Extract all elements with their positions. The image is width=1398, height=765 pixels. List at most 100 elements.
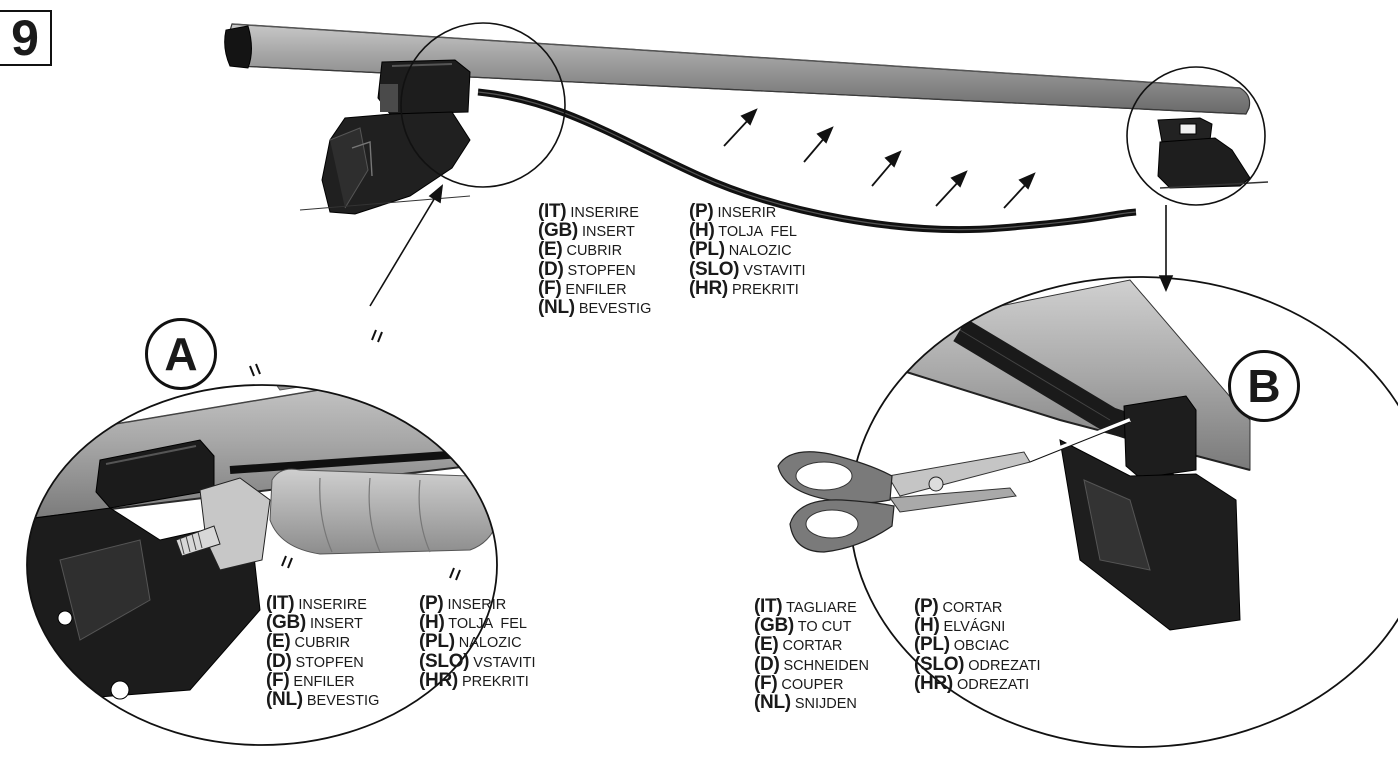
language-code: (P): [914, 596, 938, 617]
instruction-word: NALOZIC: [729, 243, 792, 259]
legend-entry: (IT) INSERIRE: [538, 202, 651, 221]
language-code: (F): [754, 673, 777, 694]
legend-entry: (PL) NALOZIC: [689, 240, 806, 259]
legend-right-column: (P) INSERIR (H) TOLJA FEL (PL) NALOZIC (…: [689, 202, 806, 298]
legend-entry: (HR) ODREZATI: [914, 674, 1040, 693]
language-code: (GB): [538, 220, 578, 241]
legend-entry: (E) CUBRIR: [266, 632, 379, 651]
detail-b-scene: [880, 280, 1250, 630]
instruction-word: INSERIR: [717, 205, 776, 221]
legend-entry: (P) INSERIR: [689, 202, 806, 221]
instruction-word: BEVESTIG: [307, 693, 380, 709]
legend-entry: (P) CORTAR: [914, 597, 1040, 616]
instruction-word: INSERIRE: [570, 205, 639, 221]
language-code: (D): [266, 651, 291, 672]
instruction-word: TOLJA FEL: [718, 224, 797, 240]
legend-left-column: (IT) TAGLIARE (GB) TO CUT (E) CORTAR (D)…: [754, 597, 869, 712]
instruction-word: SNIJDEN: [795, 696, 857, 712]
push-arrows: [724, 110, 1034, 208]
instruction-word: INSERIR: [447, 597, 506, 613]
language-code: (PL): [689, 239, 725, 260]
legend-entry: (PL) NALOZIC: [419, 632, 536, 651]
legend-entry: (H) TOLJA FEL: [689, 221, 806, 240]
legend-entry: (IT) INSERIRE: [266, 594, 379, 613]
instruction-word: NALOZIC: [459, 635, 522, 651]
legend-right-column: (P) CORTAR (H) ELVÁGNI (PL) OBCIAC (SLO)…: [914, 597, 1040, 693]
legend-entry: (H) TOLJA FEL: [419, 613, 536, 632]
instruction-word: ODREZATI: [957, 677, 1029, 693]
instruction-word: INSERT: [582, 224, 635, 240]
scissors: [778, 452, 1030, 552]
language-code: (E): [538, 239, 562, 260]
language-code: (NL): [266, 689, 303, 710]
roof-bar: [225, 24, 1250, 114]
instruction-word: PREKRITI: [732, 282, 799, 298]
instruction-word: INSERT: [310, 616, 363, 632]
language-code: (GB): [754, 615, 794, 636]
language-code: (PL): [419, 631, 455, 652]
instruction-word: ELVÁGNI: [944, 619, 1006, 635]
instruction-word: STOPFEN: [568, 263, 636, 279]
instruction-word: STOPFEN: [296, 655, 364, 671]
legend-entry: (D) SCHNEIDEN: [754, 655, 869, 674]
instruction-word: OBCIAC: [954, 638, 1010, 654]
language-code: (H): [914, 615, 939, 636]
instruction-word: CORTAR: [782, 638, 842, 654]
legend-entry: (GB) TO CUT: [754, 616, 869, 635]
legend-entry: (SLO) ODREZATI: [914, 655, 1040, 674]
language-code: (PL): [914, 634, 950, 655]
instruction-word: TAGLIARE: [786, 600, 857, 616]
legend-left-column: (IT) INSERIRE (GB) INSERT (E) CUBRIR (D)…: [266, 594, 379, 709]
legend-entry: (SLO) VSTAVITI: [689, 260, 806, 279]
language-code: (IT): [538, 201, 566, 222]
language-code: (H): [419, 612, 444, 633]
language-code: (IT): [754, 596, 782, 617]
legend-entry: (NL) SNIJDEN: [754, 693, 869, 712]
callout-a: A: [145, 318, 217, 390]
instruction-word: TO CUT: [798, 619, 852, 635]
instruction-word: ENFILER: [293, 674, 354, 690]
legend-entry: (H) ELVÁGNI: [914, 616, 1040, 635]
instruction-word: COUPER: [781, 677, 843, 693]
left-foot: [300, 60, 470, 214]
legend-entry: (D) STOPFEN: [538, 260, 651, 279]
language-code: (P): [419, 593, 443, 614]
instruction-word: CORTAR: [942, 600, 1002, 616]
legend-entry: (GB) INSERT: [266, 613, 379, 632]
legend-entry: (SLO) VSTAVITI: [419, 652, 536, 671]
legend-entry: (E) CUBRIR: [538, 240, 651, 259]
language-code: (HR): [419, 670, 458, 691]
language-code: (IT): [266, 593, 294, 614]
legend-entry: (HR) PREKRITI: [419, 671, 536, 690]
language-code: (E): [754, 634, 778, 655]
instruction-word: VSTAVITI: [743, 263, 805, 279]
language-code: (SLO): [914, 654, 964, 675]
legend-entry: (NL) BEVESTIG: [266, 690, 379, 709]
language-code: (NL): [754, 692, 791, 713]
legend-entry: (D) STOPFEN: [266, 652, 379, 671]
language-code: (F): [266, 670, 289, 691]
instruction-word: PREKRITI: [462, 674, 529, 690]
language-code: (SLO): [419, 651, 469, 672]
instruction-word: CUBRIR: [294, 635, 350, 651]
legend-entry: (P) INSERIR: [419, 594, 536, 613]
legend-entry: (GB) INSERT: [538, 221, 651, 240]
legend-right-column: (P) INSERIR (H) TOLJA FEL (PL) NALOZIC (…: [419, 594, 536, 690]
step-number: 9: [0, 10, 52, 66]
language-code: (H): [689, 220, 714, 241]
language-code: (SLO): [689, 259, 739, 280]
language-code: (NL): [538, 297, 575, 318]
instruction-word: TOLJA FEL: [448, 616, 527, 632]
legend-entry: (PL) OBCIAC: [914, 635, 1040, 654]
language-code: (HR): [914, 673, 953, 694]
instruction-word: VSTAVITI: [473, 655, 535, 671]
language-code: (D): [754, 654, 779, 675]
language-code: (E): [266, 631, 290, 652]
instruction-word: ODREZATI: [968, 658, 1040, 674]
instruction-word: CUBRIR: [566, 243, 622, 259]
instruction-word: SCHNEIDEN: [784, 658, 869, 674]
instruction-word: ENFILER: [565, 282, 626, 298]
callout-b: B: [1228, 350, 1300, 422]
legend-entry: (F) COUPER: [754, 674, 869, 693]
legend-entry: (F) ENFILER: [266, 671, 379, 690]
